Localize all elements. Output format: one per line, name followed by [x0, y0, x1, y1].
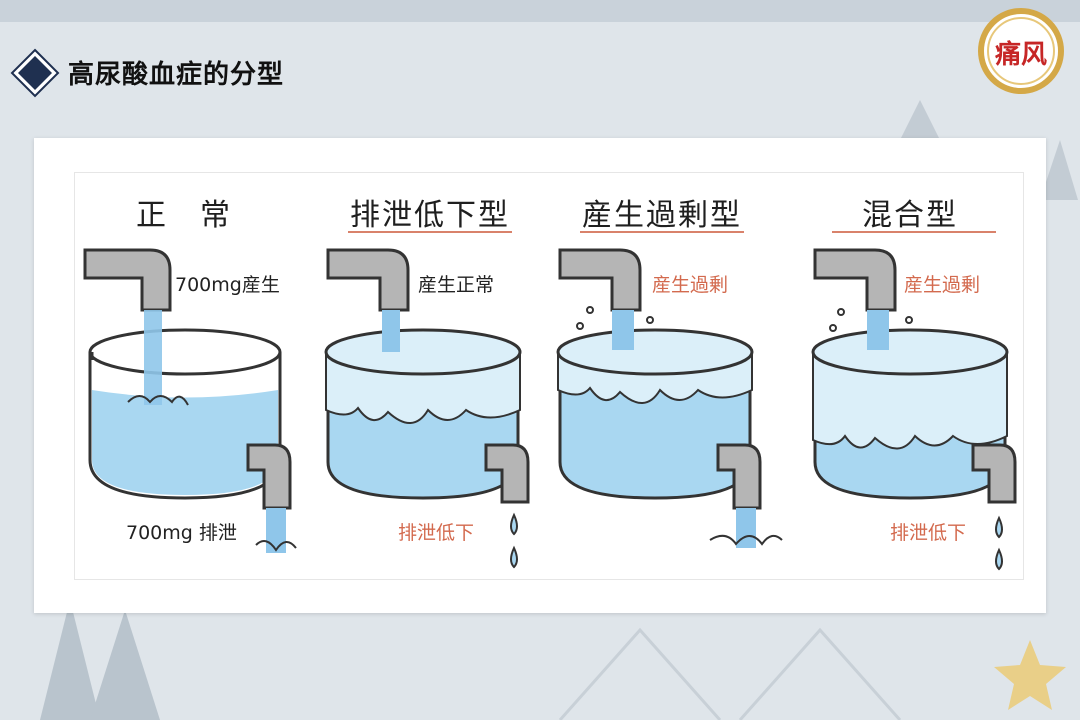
tank-icon — [90, 330, 280, 498]
water-drop-icon — [511, 515, 517, 567]
logo-text: 痛风 — [986, 34, 1056, 71]
inflow-pipe-icon — [815, 250, 895, 310]
page-title: 高尿酸血症的分型 — [68, 54, 284, 91]
tank-icon — [813, 330, 1007, 498]
panel-underline-overproduction — [580, 231, 744, 233]
top-band — [0, 0, 1080, 22]
tank-icon — [326, 330, 520, 498]
panel-title-excretion-low: 排泄低下型 — [345, 190, 515, 234]
water-drop-icon — [996, 518, 1002, 569]
inflow-pipe-icon — [560, 250, 640, 310]
panel-title-overproduction: 産生過剰型 — [577, 190, 747, 234]
diamond-badge-icon — [10, 48, 60, 98]
inflow-pipe-icon — [85, 250, 170, 310]
inflow-stream-icon — [382, 310, 400, 352]
panel-title-normal: 正 常 — [124, 190, 244, 234]
tank-illustration-normal — [80, 240, 310, 580]
panel-title-mixed: 混合型 — [835, 190, 985, 234]
tank-illustration-overproduction — [550, 240, 790, 580]
tank-illustration-excretion-low — [318, 240, 548, 580]
star-decoration — [994, 640, 1066, 710]
outflow-stream-icon — [256, 508, 296, 553]
tank-icon — [558, 330, 752, 498]
panel-underline-excretion-low — [348, 231, 512, 233]
inflow-pipe-icon — [328, 250, 408, 310]
tank-illustration-mixed — [805, 240, 1035, 580]
panel-underline-mixed — [832, 231, 996, 233]
outflow-stream-icon — [710, 508, 782, 548]
left-snow-tree-decoration — [40, 600, 160, 720]
bottom-diamond-decoration — [560, 630, 900, 720]
